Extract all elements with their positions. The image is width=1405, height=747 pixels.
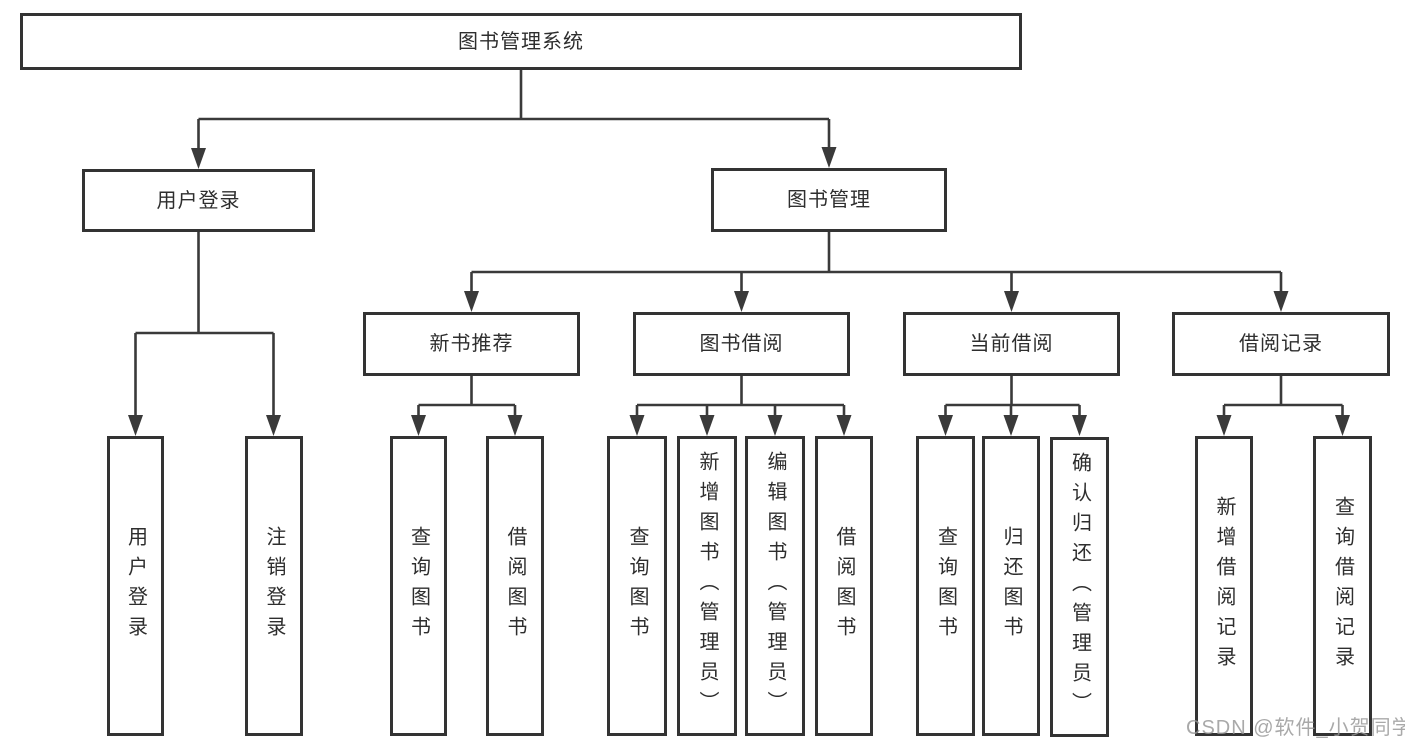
leaf-query-books-current-label: 查询图书	[934, 526, 957, 646]
leaf-logout-login-label: 注销登录	[263, 526, 285, 646]
arrowhead	[507, 415, 523, 436]
arrowhead	[191, 148, 206, 169]
watermark: CSDN @软件_小贺同学	[1186, 717, 1405, 739]
leaf-add-books-admin: 新增图书（管理员）	[677, 436, 737, 736]
arrowhead	[266, 415, 281, 436]
node-borrow-records: 借阅记录	[1172, 312, 1390, 376]
arrowhead	[938, 415, 953, 436]
arrowhead	[734, 291, 749, 312]
leaf-borrow-books-borrow-label: 借阅图书	[833, 526, 855, 646]
leaf-return-books: 归还图书	[982, 436, 1040, 736]
arrowhead	[1004, 291, 1019, 312]
leaf-borrow-books-newbook-label: 借阅图书	[504, 526, 526, 646]
leaf-query-borrow-record-label: 查询借阅记录	[1331, 496, 1354, 676]
node-book-borrow: 图书借阅	[633, 312, 850, 376]
leaf-query-books-current: 查询图书	[916, 436, 975, 736]
arrowhead	[1216, 415, 1232, 436]
leaf-edit-books-admin: 编辑图书（管理员）	[745, 436, 805, 736]
node-book-borrow-label: 图书借阅	[699, 333, 784, 355]
arrowhead	[1072, 415, 1087, 436]
leaf-user-login: 用户登录	[107, 436, 164, 736]
leaf-borrow-books-borrow: 借阅图书	[815, 436, 873, 736]
node-borrow-records-label: 借阅记录	[1239, 333, 1323, 355]
node-current-borrow-label: 当前借阅	[969, 333, 1054, 355]
arrowhead	[629, 415, 645, 436]
arrowhead	[1003, 415, 1019, 436]
node-current-borrow: 当前借阅	[903, 312, 1120, 376]
leaf-user-login-label: 用户登录	[124, 526, 147, 646]
arrowhead	[767, 415, 783, 436]
leaf-add-books-admin-label: 新增图书（管理员）	[696, 451, 718, 721]
arrowhead	[128, 415, 143, 436]
leaf-logout-login: 注销登录	[245, 436, 303, 736]
node-root-system: 图书管理系统	[20, 13, 1022, 70]
node-new-book-recommend-label: 新书推荐	[429, 333, 514, 355]
leaf-query-borrow-record: 查询借阅记录	[1313, 436, 1372, 736]
node-root-system-label: 图书管理系统	[458, 30, 584, 53]
arrowhead	[411, 415, 426, 436]
leaf-query-books-newbook-label: 查询图书	[407, 526, 430, 646]
arrowhead	[821, 147, 837, 168]
arrowhead	[464, 291, 479, 312]
arrowhead	[836, 415, 852, 436]
node-new-book-recommend: 新书推荐	[363, 312, 580, 376]
arrowhead	[1335, 415, 1350, 436]
leaf-edit-books-admin-label: 编辑图书（管理员）	[764, 451, 786, 721]
node-user-login-label: 用户登录	[156, 189, 241, 212]
node-book-management-label: 图书管理	[787, 189, 871, 211]
leaf-confirm-return-admin-label: 确认归还（管理员）	[1068, 452, 1091, 722]
leaf-query-books-borrow-label: 查询图书	[626, 526, 648, 646]
leaf-query-books-borrow: 查询图书	[607, 436, 667, 736]
leaf-return-books-label: 归还图书	[1000, 526, 1022, 646]
leaf-add-borrow-record-label: 新增借阅记录	[1213, 496, 1235, 676]
leaf-borrow-books-newbook: 借阅图书	[486, 436, 544, 736]
leaf-add-borrow-record: 新增借阅记录	[1195, 436, 1253, 736]
node-book-management: 图书管理	[711, 168, 947, 232]
arrowhead	[1273, 291, 1289, 312]
node-user-login: 用户登录	[82, 169, 315, 232]
leaf-confirm-return-admin: 确认归还（管理员）	[1050, 437, 1109, 737]
leaf-query-books-newbook: 查询图书	[390, 436, 447, 736]
arrowhead	[699, 415, 715, 436]
